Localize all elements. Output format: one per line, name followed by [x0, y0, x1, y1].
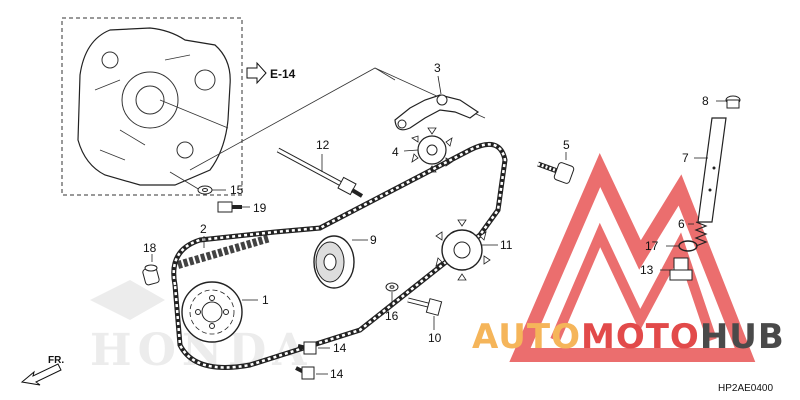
part-1-drive-sprocket[interactable] [181, 281, 258, 343]
watermark-auto: AUTO [472, 317, 581, 357]
callout-11[interactable]: 11 [500, 238, 513, 252]
part-10-bolt[interactable] [407, 297, 443, 330]
front-direction-indicator: FR. [20, 355, 64, 386]
callout-10[interactable]: 10 [428, 331, 442, 345]
shop-watermark-text: AUTOMOTOHUB [472, 317, 785, 357]
callout-labels: 1 2 3 4 5 6 7 8 9 10 11 12 13 14 14 15 1… [143, 61, 709, 381]
part-12-shaft[interactable] [276, 147, 364, 198]
shop-watermark: AUTOMOTOHUB [472, 317, 785, 357]
engine-case-outline [77, 27, 231, 186]
diagram-code: HP2AE0400 [718, 383, 773, 394]
engine-case-group [61, 17, 243, 196]
callout-12[interactable]: 12 [316, 138, 330, 152]
part-2-cam-chain[interactable] [171, 141, 508, 370]
callout-18[interactable]: 18 [143, 241, 157, 255]
callout-3[interactable]: 3 [434, 61, 441, 75]
callout-15[interactable]: 15 [230, 183, 244, 197]
part-13-sealing-bolt[interactable] [660, 257, 693, 281]
callout-2[interactable]: 2 [200, 222, 207, 236]
watermark-hub: HUB [700, 317, 785, 357]
part-16-washer[interactable] [385, 282, 399, 306]
callout-1[interactable]: 1 [262, 293, 269, 307]
part-14a-bolt[interactable] [297, 341, 330, 355]
part-7-tensioner-rod[interactable] [694, 117, 727, 223]
callout-19[interactable]: 19 [253, 201, 267, 215]
part-5-bolt[interactable] [537, 152, 575, 184]
part-4-tensioner-sprocket[interactable] [403, 127, 453, 173]
part-8-cap-bolt[interactable] [716, 95, 741, 109]
part-18-collar[interactable] [142, 254, 160, 286]
engine-case-frame [61, 17, 243, 196]
callout-13[interactable]: 13 [640, 263, 654, 277]
front-arrow-icon [20, 363, 62, 386]
engine-case-bore [121, 71, 179, 129]
callout-17[interactable]: 17 [645, 239, 659, 253]
callout-6[interactable]: 6 [678, 217, 685, 231]
callout-8[interactable]: 8 [702, 94, 709, 108]
reference-label: E-14 [270, 67, 296, 81]
watermark-moto: MOTO [581, 317, 700, 357]
part-3-tensioner-arm[interactable] [394, 75, 480, 131]
part-19-bolt[interactable] [217, 201, 250, 213]
callout-16[interactable]: 16 [385, 309, 399, 323]
callout-7[interactable]: 7 [682, 151, 689, 165]
callout-14b[interactable]: 14 [330, 367, 344, 381]
part-9-guide-roller[interactable] [313, 235, 368, 289]
reference-arrow-icon [246, 61, 267, 85]
callout-5[interactable]: 5 [563, 138, 570, 152]
part-17-o-ring[interactable] [666, 240, 698, 252]
part-14b-bolt[interactable] [295, 366, 328, 380]
part-11-sprocket[interactable] [435, 219, 498, 281]
callout-14a[interactable]: 14 [333, 341, 347, 355]
part-15-washer[interactable] [197, 185, 226, 195]
e14-reference[interactable]: E-14 [246, 61, 296, 85]
front-label: FR. [48, 355, 64, 366]
callout-4[interactable]: 4 [392, 145, 399, 159]
callout-9[interactable]: 9 [370, 233, 377, 247]
part-6-spring[interactable] [688, 221, 708, 247]
